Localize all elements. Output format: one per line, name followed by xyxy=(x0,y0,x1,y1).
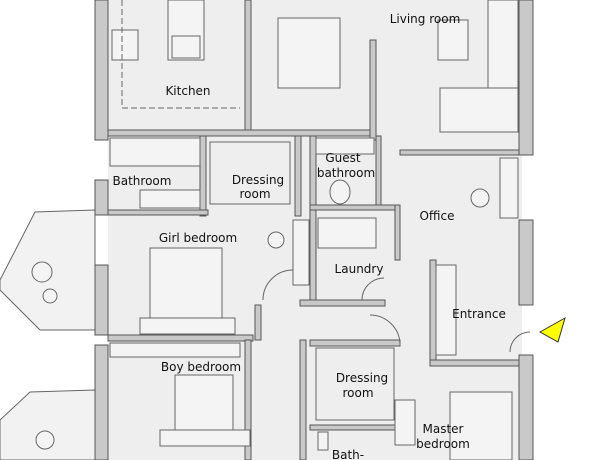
label-master-bedroom-line1: Master xyxy=(423,422,464,436)
girl-desk xyxy=(292,219,310,286)
girl-chair xyxy=(267,231,285,249)
office-chair xyxy=(470,188,490,208)
bath-vanity xyxy=(139,189,201,209)
label-laundry: Laundry xyxy=(335,262,384,276)
bathroom-counter xyxy=(109,137,201,167)
label-living-room: Living room xyxy=(390,12,461,26)
doors xyxy=(262,269,531,353)
label-dressing-room-2-line1: Dressing xyxy=(336,371,388,385)
sofa xyxy=(439,87,519,133)
label-guest-bathroom-line2: bathroom xyxy=(317,166,375,180)
guest-vanity xyxy=(315,137,375,155)
dining-table xyxy=(277,17,341,89)
sofa-side xyxy=(487,0,519,89)
coffee-table xyxy=(437,19,469,61)
balconies xyxy=(0,209,96,460)
guest-toilet xyxy=(329,179,351,205)
bath-fixture xyxy=(317,431,329,451)
label-dressing-room-2-line2: room xyxy=(342,386,373,400)
master-bed xyxy=(449,391,513,460)
wardrobe-1 xyxy=(209,141,291,205)
entrance-arrow-icon xyxy=(538,316,566,343)
boy-bed-bench xyxy=(159,429,251,447)
label-master-bedroom-line2: bedroom xyxy=(416,437,470,451)
label-bath: Bath- xyxy=(332,448,364,460)
office-desk xyxy=(499,157,519,219)
label-boy-bedroom: Boy bedroom xyxy=(161,360,241,374)
boy-bed xyxy=(174,374,234,438)
exterior-walls xyxy=(94,0,534,460)
wardrobe-2 xyxy=(315,347,395,421)
label-dressing-room-1-line2: room xyxy=(239,187,270,201)
kitchen-sink xyxy=(111,29,139,61)
label-dressing-room-1-line1: Dressing xyxy=(232,173,284,187)
label-entrance: Entrance xyxy=(452,307,506,321)
label-office: Office xyxy=(419,209,454,223)
furniture xyxy=(109,0,519,460)
laundry-counter xyxy=(317,217,377,249)
label-girl-bedroom: Girl bedroom xyxy=(159,231,237,245)
interior-walls xyxy=(107,0,520,460)
label-bathroom: Bathroom xyxy=(113,174,172,188)
stove xyxy=(171,35,201,59)
master-dresser xyxy=(394,399,416,446)
girl-bed xyxy=(149,247,223,321)
label-guest-bathroom-line1: Guest xyxy=(325,151,361,165)
label-kitchen: Kitchen xyxy=(165,84,210,98)
entrance-bench xyxy=(435,264,457,356)
girl-bed-bench xyxy=(139,317,236,335)
boy-desk xyxy=(109,342,241,358)
